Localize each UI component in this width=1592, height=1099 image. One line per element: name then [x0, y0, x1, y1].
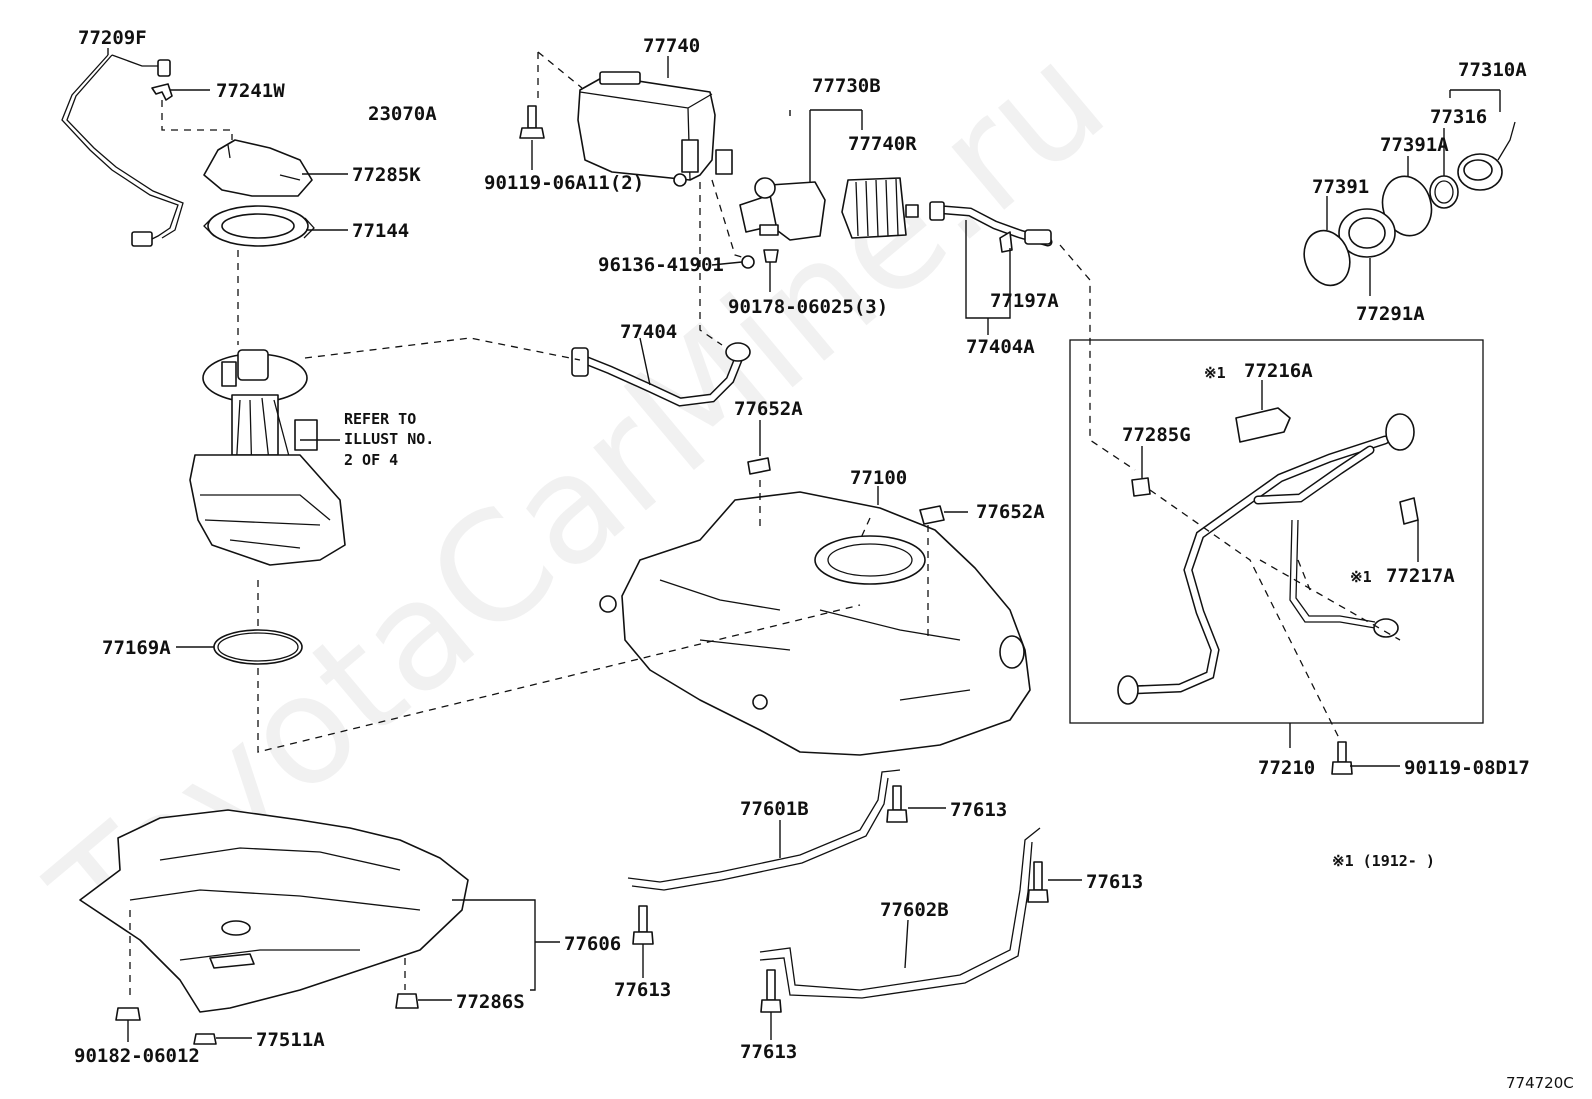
label-77511A: 77511A	[256, 1029, 325, 1051]
bolt-77613-c	[632, 905, 654, 945]
label-77144: 77144	[352, 220, 409, 242]
charcoal-canister-77740	[577, 71, 733, 187]
label-77291A: 77291A	[1356, 303, 1425, 325]
fuel-tank-protector-77606	[79, 809, 469, 1013]
label-77613-b: 77613	[1086, 871, 1143, 893]
label-90119-06A11: 90119-06A11(2)	[484, 172, 644, 194]
label-77601B: 77601B	[740, 798, 809, 820]
label-77740: 77740	[643, 35, 700, 57]
retainer-ring-77144	[203, 205, 315, 247]
refer-note-line-2: ILLUST NO.	[344, 430, 434, 448]
nut-90182-06012	[115, 1007, 141, 1021]
mark-77217A: ※1	[1350, 568, 1372, 586]
filler-pipe-77210	[1117, 413, 1415, 705]
leader-lines	[107, 48, 1501, 1042]
label-77217A: 77217A	[1386, 565, 1455, 587]
gasket-77316	[1429, 175, 1459, 209]
figure-code: 774720C	[1506, 1074, 1574, 1092]
clamp-96136-41901	[741, 255, 755, 269]
label-77602B: 77602B	[880, 899, 949, 921]
cover-77285K	[203, 139, 313, 197]
label-77404A: 77404A	[966, 336, 1035, 358]
label-77613-a: 77613	[950, 799, 1007, 821]
label-77310A: 77310A	[1458, 59, 1527, 81]
label-77285K: 77285K	[352, 164, 421, 186]
refer-note-line-1: REFER TO	[344, 410, 416, 428]
clamp-77285G	[1131, 477, 1151, 497]
vent-valve-77730B	[739, 177, 826, 241]
filler-neck-ring-77291A	[1338, 208, 1396, 258]
label-23070A: 23070A	[368, 103, 437, 125]
clamp-77217A	[1399, 497, 1419, 525]
label-90178-06025: 90178-06025(3)	[728, 296, 888, 318]
gasket-77391A	[1381, 175, 1433, 237]
label-77740R: 77740R	[848, 133, 917, 155]
label-77316: 77316	[1430, 106, 1487, 128]
label-77606: 77606	[564, 933, 621, 955]
label-77241W: 77241W	[216, 80, 285, 102]
clip-77511A	[193, 1033, 217, 1045]
clip-77286S	[395, 993, 419, 1009]
label-77391A: 77391A	[1380, 134, 1449, 156]
label-77216A: 77216A	[1244, 360, 1313, 382]
label-77210: 77210	[1258, 757, 1315, 779]
pad-77652A-upper	[747, 457, 771, 475]
label-77286S: 77286S	[456, 991, 525, 1013]
clamp-77197A	[999, 231, 1013, 253]
bolt-77613-a	[886, 785, 908, 823]
fuel-tank-band-77602B	[759, 827, 1041, 999]
fuel-sender-tube-77209F	[61, 54, 184, 247]
refer-note-line-3: 2 OF 4	[344, 451, 398, 469]
label-77169A: 77169A	[102, 637, 171, 659]
label-77652A-upper: 77652A	[734, 398, 803, 420]
footnote: ※1 (1912- )	[1332, 852, 1435, 870]
assembly-dashed-lines	[129, 51, 1401, 1000]
label-77391: 77391	[1312, 176, 1369, 198]
fuel-tank-band-77601B	[627, 769, 901, 891]
label-77613-c: 77613	[614, 979, 671, 1001]
pad-77652A-right	[919, 505, 945, 525]
bracket-77216A	[1235, 407, 1291, 443]
hose-77404A	[929, 201, 1053, 247]
gasket-77169A	[213, 629, 303, 665]
clip-77241W	[151, 83, 173, 101]
label-77100: 77100	[850, 467, 907, 489]
label-77209F: 77209F	[78, 27, 147, 49]
bolt-77613-b	[1027, 861, 1049, 903]
label-90119-08D17: 90119-08D17	[1404, 757, 1530, 779]
label-77613-d: 77613	[740, 1041, 797, 1063]
bolt-90119-06A11	[519, 105, 545, 139]
label-96136-41901: 96136-41901	[598, 254, 724, 276]
label-77404: 77404	[620, 321, 677, 343]
bolt-77613-d	[760, 969, 782, 1013]
fuel-pump-module-23070A	[189, 349, 346, 566]
label-77652A-right: 77652A	[976, 501, 1045, 523]
filler-pipe-assy-box	[1069, 339, 1484, 724]
label-77197A: 77197A	[990, 290, 1059, 312]
gasket-77391	[1303, 229, 1351, 287]
label-77730B: 77730B	[812, 75, 881, 97]
label-77285G: 77285G	[1122, 424, 1191, 446]
grommet-90178-06025	[763, 249, 779, 263]
bolt-90119-08D17	[1331, 741, 1353, 775]
fuel-cap-77310A	[1457, 121, 1516, 191]
label-90182-06012: 90182-06012	[74, 1045, 200, 1067]
hose-77404	[571, 342, 751, 407]
air-filter-77740R	[841, 177, 919, 239]
mark-77216A: ※1	[1204, 364, 1226, 382]
